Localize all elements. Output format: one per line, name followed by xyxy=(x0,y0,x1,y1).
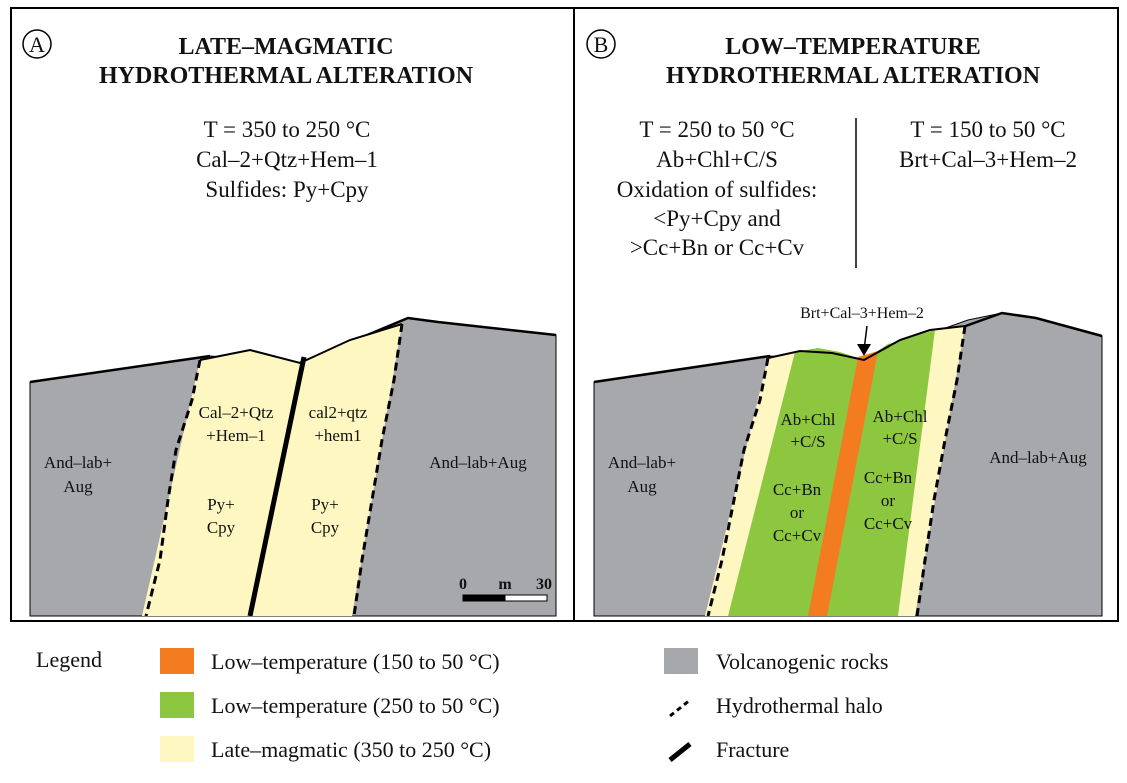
panel-a-scale-unit: m xyxy=(498,576,512,593)
legend-label-low-temp-250: Low–temperature (250 to 50 °C) xyxy=(211,693,500,718)
panel-b-halo-left xyxy=(706,357,770,617)
panel-a-scale-start: 0 xyxy=(459,576,467,593)
legend-label-fracture: Fracture xyxy=(716,737,789,762)
panel-a-zone-left-upper-line1: Cal–2+Qtz xyxy=(199,403,274,422)
panel-b-low-temp-150-vein xyxy=(808,351,878,616)
panel-b-cond-left-line5: >Cc+Bn or Cc+Cv xyxy=(630,235,805,260)
panel-a-host-right: And–lab+Aug xyxy=(429,453,527,472)
panel-a-zone-left-lower-line1: Py+ xyxy=(207,495,235,514)
panel-a-fracture xyxy=(247,356,307,617)
panel-a-host-left-line2: Aug xyxy=(63,477,93,496)
panel-a-scale-end: 30 xyxy=(536,576,552,593)
legend-swatch-low-temp-250 xyxy=(160,692,194,718)
panel-b-letter: B xyxy=(594,32,609,57)
panel-b-vein-arrow-head xyxy=(857,344,871,356)
legend-swatch-volcanogenic xyxy=(664,648,698,674)
legend-label-late-magmatic: Late–magmatic (350 to 250 °C) xyxy=(211,737,491,762)
panel-b-zone-surface xyxy=(767,325,966,362)
legend-fracture-icon xyxy=(668,742,692,762)
panel-b-zone-right-upper-line2: +C/S xyxy=(882,429,917,448)
panel-a-surface-left xyxy=(29,354,211,384)
legend-swatch-low-temp-150 xyxy=(160,648,194,674)
legend-label-halo: Hydrothermal halo xyxy=(716,693,883,718)
panel-a-title-line1: LATE–MAGMATIC xyxy=(178,34,393,60)
panel-a-condition-temperature: T = 350 to 250 °C xyxy=(204,117,371,142)
panel-b-cond-right-line2: Brt+Cal–3+Hem–2 xyxy=(899,147,1077,172)
panel-b-zone-left-lower-line3: Cc+Cv xyxy=(773,526,822,545)
panel-a-zone-right-upper-line1: cal2+qtz xyxy=(309,403,368,422)
panel-b-zone-left-upper-line2: +C/S xyxy=(790,432,825,451)
panel-b-vein-label: Brt+Cal–3+Hem–2 xyxy=(800,305,924,322)
panel-b-halo-right xyxy=(915,325,967,617)
panel-a-zone-left-upper-line2: +Hem–1 xyxy=(206,426,266,445)
panel-a-halo-left xyxy=(144,359,202,617)
panel-b-zone-left-lower-line1: Cc+Bn xyxy=(773,480,822,499)
panel-b-zone-right-lower-line2: or xyxy=(881,491,896,510)
panel-b-letter-circle xyxy=(586,29,616,59)
panel-b-surface-left xyxy=(593,354,771,384)
panel-a-condition-sulfides: Sulfides: Py+Cpy xyxy=(205,177,369,202)
panel-a-scale-bar: 0 m 30 xyxy=(459,576,552,602)
legend-label-low-temp-150: Low–temperature (150 to 50 °C) xyxy=(211,649,500,674)
panel-b-host-right: And–lab+Aug xyxy=(989,448,1087,467)
panel-b-cond-left-line4: <Py+Cpy and xyxy=(653,206,781,231)
legend-halo-icon xyxy=(669,698,691,718)
panel-b-zone-left-upper-line1: Ab+Chl xyxy=(781,410,836,429)
legend-swatch-late-magmatic xyxy=(160,736,194,762)
panel-a-late-magmatic-zone xyxy=(142,324,402,616)
legend-title: Legend xyxy=(36,647,102,672)
panel-b-cond-left-line2: Ab+Chl+C/S xyxy=(656,147,778,172)
panel-a: A LATE–MAGMATIC HYDROTHERMAL ALTERATION … xyxy=(10,7,575,622)
panel-b-surface-right xyxy=(959,311,1103,338)
panel-a-host-left-line1: And–lab+ xyxy=(44,453,112,472)
panel-a-title-line2: HYDROTHERMAL ALTERATION xyxy=(99,63,474,89)
panel-a-zone-right-upper-line2: +hem1 xyxy=(314,426,361,445)
panel-b-cond-right-line1: T = 150 to 50 °C xyxy=(910,117,1065,142)
panel-b-low-temp-250-zone xyxy=(728,330,935,616)
panel-b-cond-left-line3: Oxidation of sulfides: xyxy=(617,177,818,202)
panel-b-host-left-line2: Aug xyxy=(627,477,657,496)
panel-b-cond-left-line1: T = 250 to 50 °C xyxy=(639,117,794,142)
legend-label-volcanogenic: Volcanogenic rocks xyxy=(716,649,889,674)
panel-b-title-line1: LOW–TEMPERATURE xyxy=(725,34,981,60)
panel-b: B LOW–TEMPERATURE HYDROTHERMAL ALTERATIO… xyxy=(573,7,1119,622)
panel-b-zone-right-lower-line1: Cc+Bn xyxy=(864,468,913,487)
panel-b-host-left-line1: And–lab+ xyxy=(608,453,676,472)
panel-a-halo-right xyxy=(352,323,404,617)
panel-b-zone-right-lower-line3: Cc+Cv xyxy=(864,514,913,533)
panel-a-letter: A xyxy=(29,32,45,57)
panel-a-zone-right-lower-line2: Cpy xyxy=(311,518,340,537)
panel-a-letter-circle xyxy=(22,29,52,59)
panel-a-condition-minerals: Cal–2+Qtz+Hem–1 xyxy=(196,147,378,172)
panel-b-title-line2: HYDROTHERMAL ALTERATION xyxy=(666,63,1041,89)
legend: Legend Low–temperature (150 to 50 °C) Lo… xyxy=(36,647,889,762)
panel-a-zone-surface xyxy=(199,323,403,365)
panel-a-zone-right-lower-line1: Py+ xyxy=(311,495,339,514)
panel-b-zone-right-upper-line1: Ab+Chl xyxy=(873,407,928,426)
panel-a-zone-left-lower-line2: Cpy xyxy=(207,518,236,537)
panel-b-zone-left-lower-line2: or xyxy=(790,503,805,522)
